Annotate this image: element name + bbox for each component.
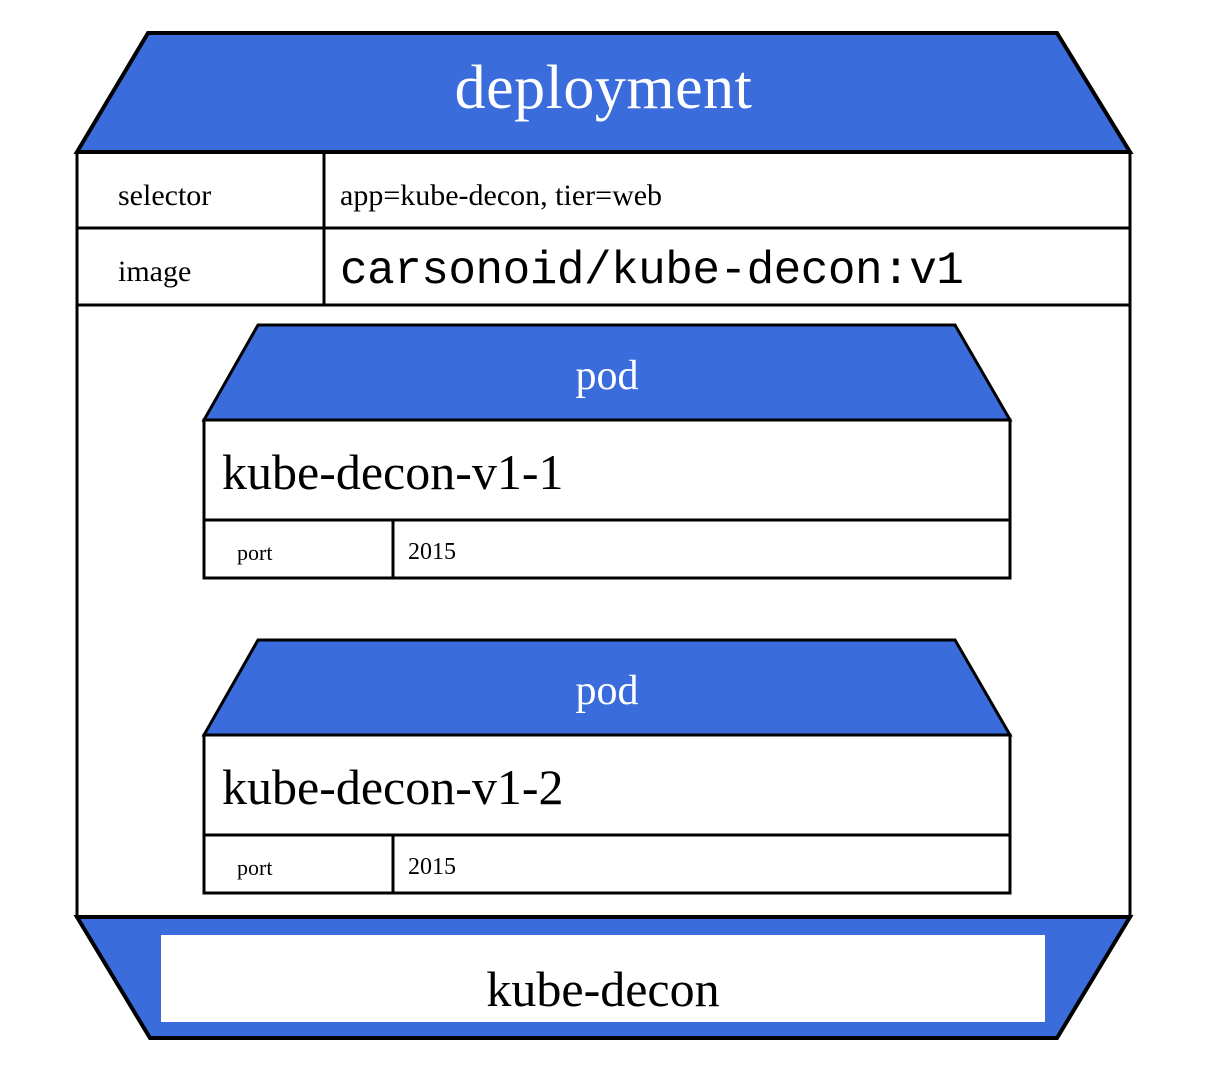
pod-1-attribute-value-port: 2015 bbox=[408, 539, 456, 565]
pod-2-kind-label: pod bbox=[575, 668, 639, 714]
deployment-kind-label: deployment bbox=[454, 54, 753, 122]
pod-2-attribute-key-port: port bbox=[237, 855, 273, 880]
deployment-image-row[interactable] bbox=[77, 228, 1130, 305]
pod-1-card[interactable] bbox=[204, 325, 1010, 578]
pod-1-attribute-key-port: port bbox=[237, 540, 273, 565]
deployment-attribute-key-image: image bbox=[118, 255, 192, 288]
deployment-header-region[interactable] bbox=[77, 33, 1130, 152]
service-footer-region[interactable] bbox=[77, 917, 1130, 1038]
pod-2-card[interactable] bbox=[204, 640, 1010, 893]
deployment-attribute-key-selector: selector bbox=[118, 179, 212, 212]
pod-1-kind-label: pod bbox=[575, 353, 639, 399]
deployment-attribute-value-image: carsonoid/kube-decon:v1 bbox=[340, 245, 964, 297]
pod-2-name: kube-decon-v1-2 bbox=[222, 759, 564, 815]
deployment-attribute-value-selector: app=kube-decon, tier=web bbox=[340, 179, 663, 212]
pod-2-attribute-value-port: 2015 bbox=[408, 854, 456, 880]
service-name-label: kube-decon bbox=[486, 961, 720, 1017]
deployment-selector-row[interactable] bbox=[77, 152, 1130, 228]
pod-1-name: kube-decon-v1-1 bbox=[222, 444, 564, 500]
